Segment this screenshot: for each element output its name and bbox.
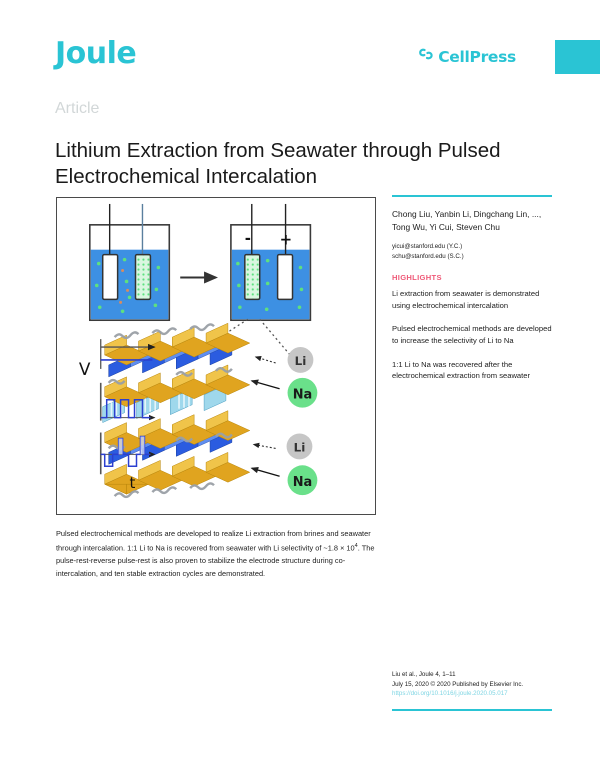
graphical-abstract-figure: - + xyxy=(56,197,376,515)
voltage-waveform-panel: V t xyxy=(79,339,156,492)
highlight-item-1: Li extraction from seawater is demonstra… xyxy=(392,289,540,310)
sidebar: Chong Liu, Yanbin Li, Dingchang Lin, ...… xyxy=(392,195,552,725)
waveform-constant xyxy=(100,339,156,369)
email-line-1[interactable]: yicui@stanford.edu (Y.C.) xyxy=(392,243,463,251)
cellpress-wordmark: CellPress xyxy=(438,47,516,66)
electrochemical-cell-left xyxy=(89,203,171,322)
layered-crystal-structure xyxy=(102,322,251,499)
svg-text:Na: Na xyxy=(293,388,313,403)
chain-link-icon xyxy=(418,47,434,66)
citation-reference: Liu et al., Joule 4, 1–11 xyxy=(392,671,456,679)
header-accent-block xyxy=(555,40,600,74)
caption-part-1: Pulsed electrochemical methods are devel… xyxy=(56,529,371,553)
svg-text:Li: Li xyxy=(295,354,307,368)
highlight-item-3: 1:1 Li to Na was recovered after the ele… xyxy=(392,359,531,381)
figure-caption: Pulsed electrochemical methods are devel… xyxy=(56,528,376,580)
anode-polarity-label: + xyxy=(280,231,292,249)
waveform-pulsed xyxy=(99,382,156,421)
voltage-axis-label: V xyxy=(79,359,91,379)
doi-link[interactable]: https://doi.org/10.1016/j.joule.2020.05.… xyxy=(392,690,508,698)
highlight-item-2: Pulsed electrochemical methods are devel… xyxy=(392,324,552,345)
page-header: Joule CellPress xyxy=(0,0,600,90)
na-ion-marker-1 xyxy=(287,377,318,408)
caption-part-2: . The pulse-rest-reverse pulse-rest is a… xyxy=(56,543,375,578)
na-ion-marker-2 xyxy=(287,465,318,496)
correspondence-emails: yicui@stanford.edu (Y.C.) schu@stanford.… xyxy=(392,242,552,261)
waveform-pulse-rest-reverse xyxy=(99,432,156,475)
li-ion-marker-1 xyxy=(287,347,314,373)
ion-callouts: Li Na Li Na xyxy=(250,347,318,496)
citation-copyright: July 15, 2020 © 2020 Published by Elsevi… xyxy=(392,680,524,688)
highlights-heading: HIGHLIGHTS xyxy=(392,273,442,283)
sidebar-top-rule xyxy=(392,195,552,198)
electrochemical-cell-right: - + xyxy=(230,203,312,322)
li-ion-marker-2 xyxy=(286,433,313,460)
cellpress-logo: CellPress xyxy=(418,47,516,66)
article-type-label: Article xyxy=(55,100,100,117)
svg-text:Na: Na xyxy=(293,475,313,490)
caption-exponent: 4 xyxy=(354,543,358,550)
author-list: Chong Liu, Yanbin Li, Dingchang Lin, ...… xyxy=(392,209,542,232)
page-title: Lithium Extraction from Seawater through… xyxy=(55,138,501,188)
svg-text:Li: Li xyxy=(294,440,306,454)
cathode-polarity-label: - xyxy=(245,230,251,248)
citation-block: Liu et al., Joule 4, 1–11 July 15, 2020 … xyxy=(392,670,552,699)
email-line-2[interactable]: schu@stanford.edu (S.C.) xyxy=(392,252,464,260)
sidebar-bottom-rule xyxy=(392,708,552,711)
journal-logo: Joule xyxy=(55,36,137,71)
time-axis-label: t xyxy=(130,474,136,492)
